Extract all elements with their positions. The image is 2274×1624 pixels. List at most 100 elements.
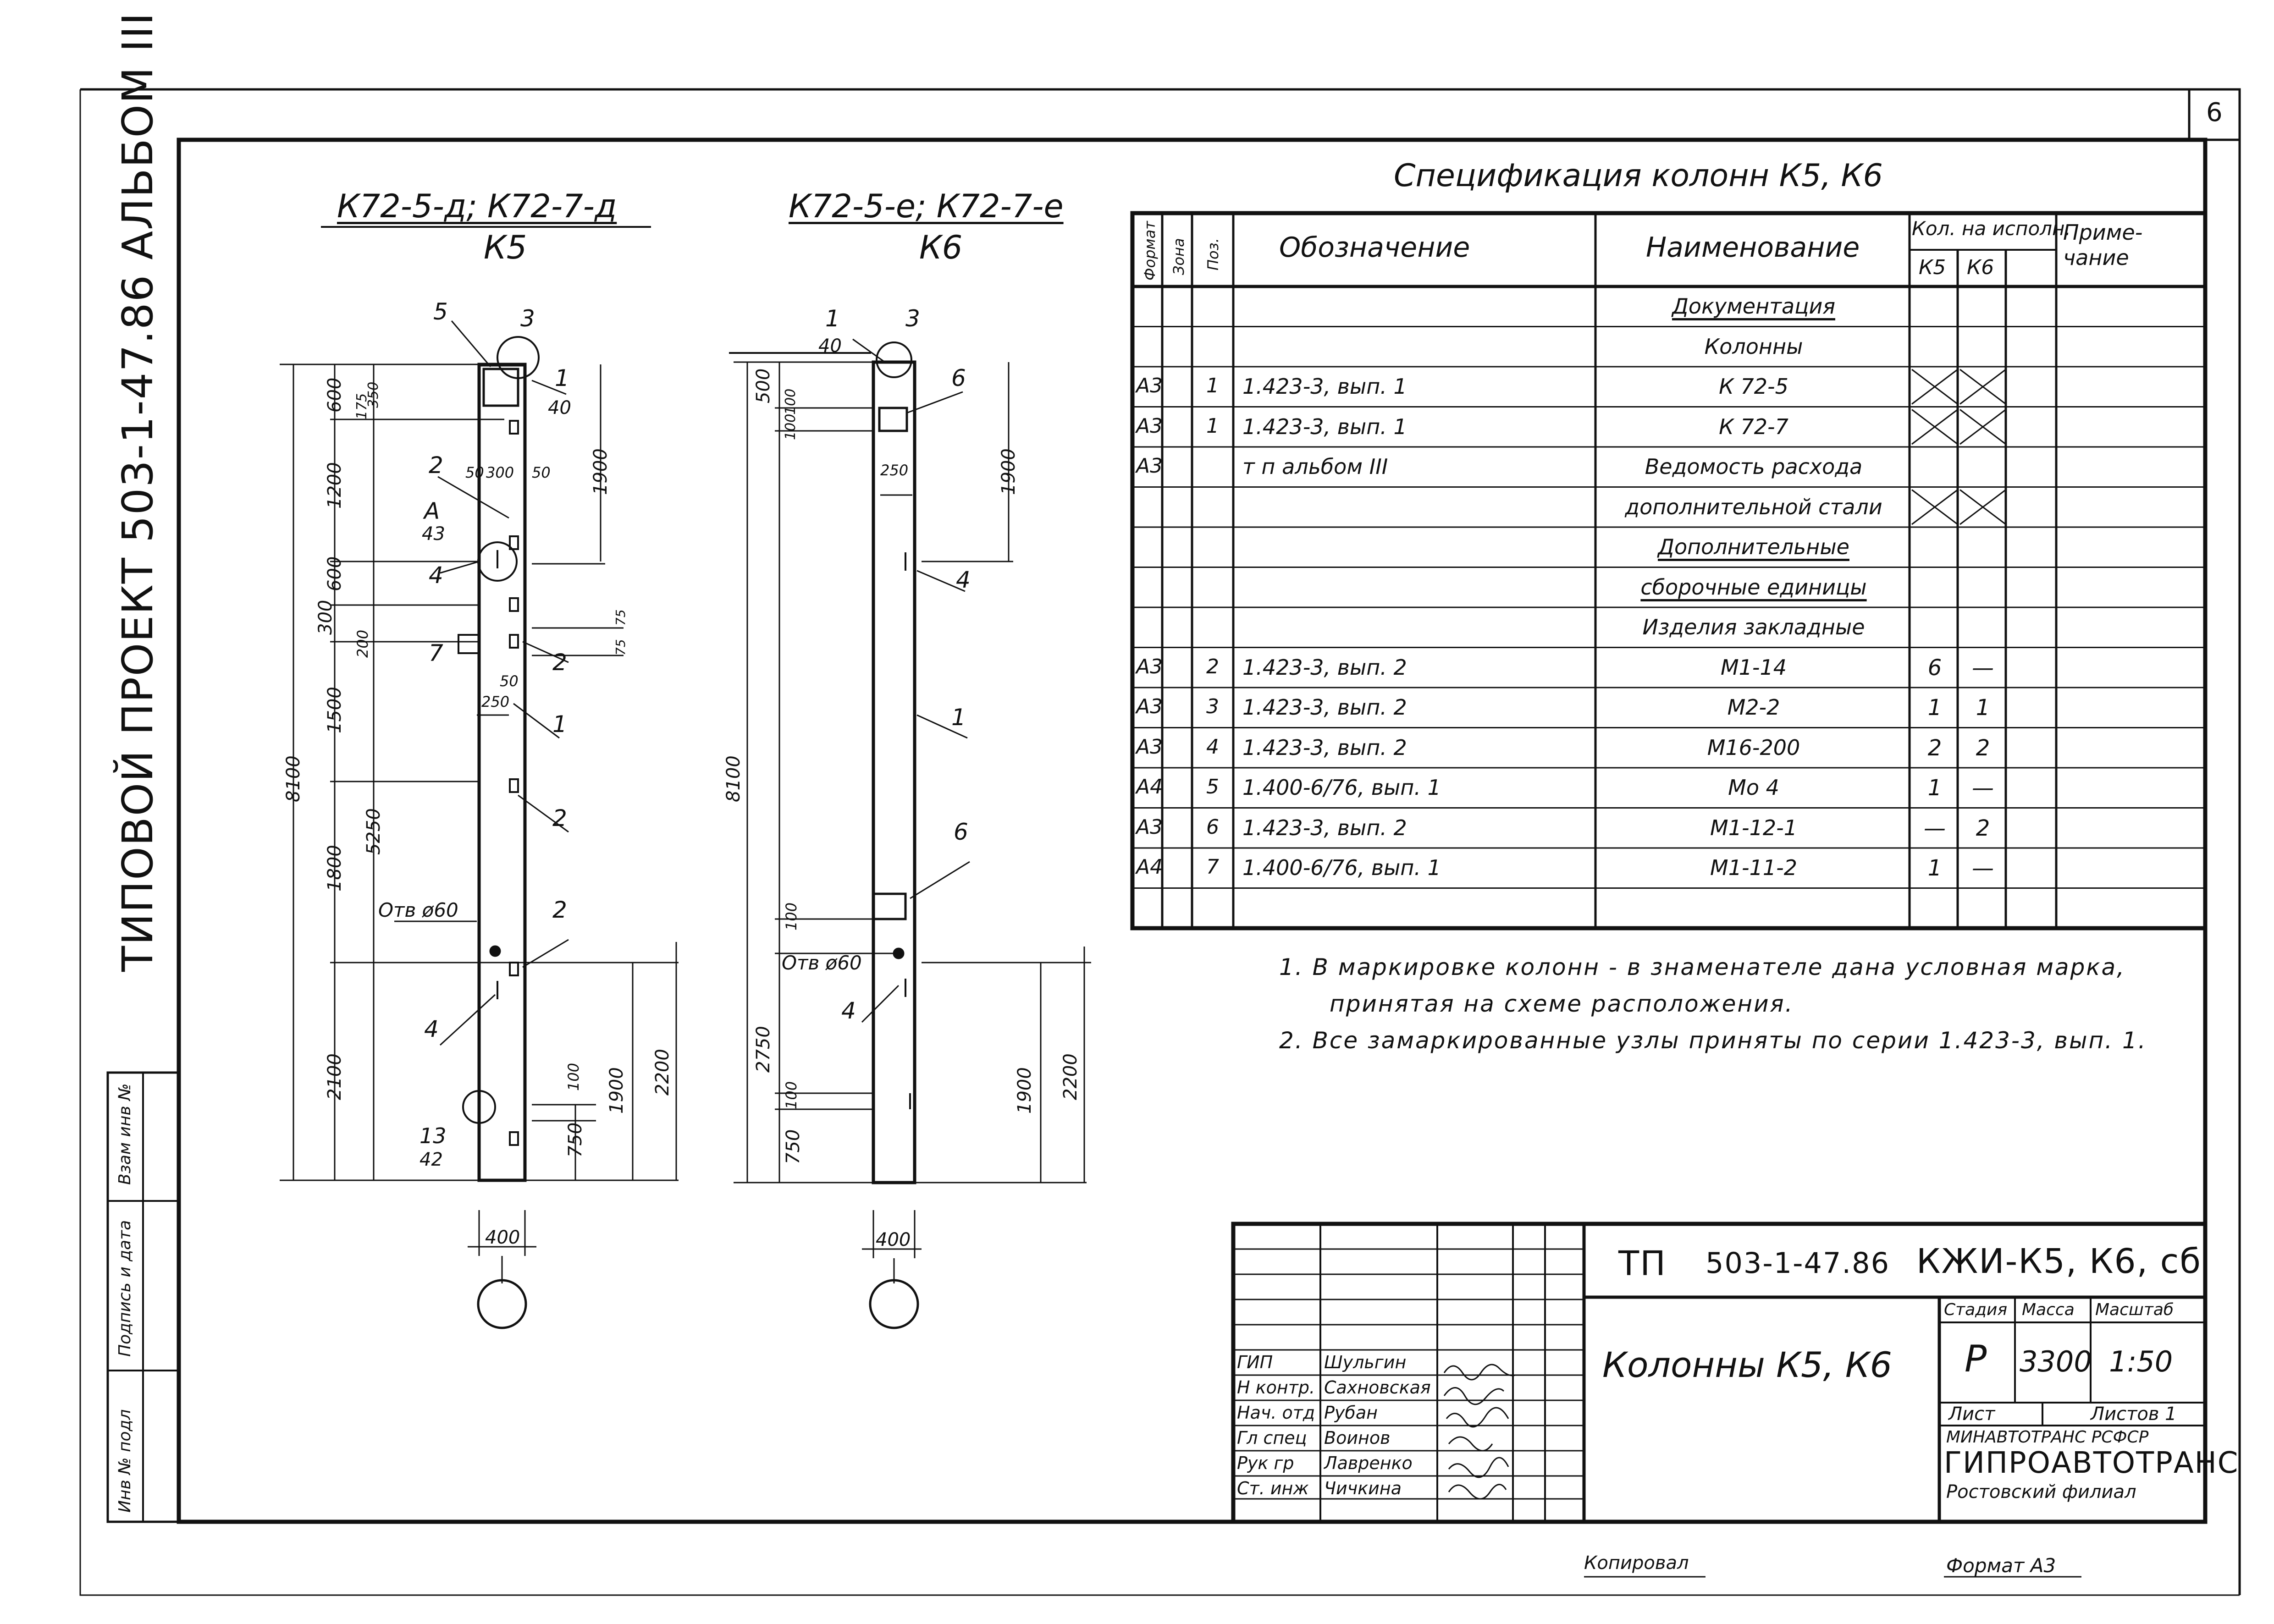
title-scale-label: Масштаб — [2095, 1300, 2174, 1319]
spec-cell-name: М1-12-1 — [1710, 815, 1797, 840]
spec-cell-k5: 1 — [1927, 775, 1942, 801]
title-sheets-label: Листов 1 — [2091, 1404, 2177, 1425]
signer-name: Рубан — [1324, 1403, 1378, 1423]
footer-format: Формат А3 — [1946, 1554, 2056, 1577]
spec-cell-name: Дополнительные — [1658, 534, 1849, 559]
spec-cell-format: А3 — [1136, 454, 1163, 478]
k5-callout-a: A — [424, 498, 440, 524]
signer-role: Ст. инж — [1237, 1478, 1309, 1498]
note-1: 1. В маркировке колонн - в знаменателе д… — [1279, 954, 2126, 980]
spec-cell-name: Ведомость расхода — [1645, 454, 1863, 479]
k5-callout-2-upper: 2 — [429, 452, 443, 479]
k5-callout-42: 42 — [419, 1149, 443, 1170]
spec-cell-k6: 2 — [1976, 735, 1990, 761]
k5-dim-1900-low: 1900 — [606, 1067, 627, 1114]
spec-cell-k5: 1 — [1927, 695, 1942, 721]
k5-title-line1: К72-5-д; К72-7-д — [337, 187, 617, 225]
side-stamp-field-signature: Подпись и дата — [116, 1220, 134, 1357]
title-scale: 1:50 — [2109, 1345, 2173, 1378]
spec-cell-name: М1-14 — [1720, 655, 1787, 680]
spec-cross-mark — [1911, 409, 1958, 445]
spec-cell-k6: — — [1972, 775, 1994, 801]
k6-callout-4-lower: 4 — [841, 997, 856, 1024]
spec-cell-pos: 6 — [1206, 815, 1219, 839]
spec-cell-pos: 1 — [1206, 414, 1219, 438]
k6-dim-2200: 2200 — [1060, 1053, 1081, 1100]
spec-header-name: Наименование — [1646, 231, 1860, 264]
spec-cell-pos: 7 — [1206, 855, 1219, 879]
spec-cell-designation: т п альбом III — [1242, 454, 1388, 479]
k5-dim-1800: 1800 — [324, 845, 345, 892]
k5-dim-350: 350 — [365, 381, 381, 408]
footer-copied: Копировал — [1584, 1552, 1689, 1574]
k5-dim-5250: 5250 — [363, 808, 384, 855]
k5-dim-75-a: 75 — [613, 609, 628, 626]
signer-role: Гл спец — [1237, 1428, 1307, 1448]
spec-cell-format: А3 — [1136, 815, 1163, 839]
title-stage: Р — [1965, 1338, 1987, 1380]
k5-dim-250: 250 — [481, 693, 510, 710]
title-tp: ТП — [1618, 1244, 1667, 1283]
k5-dim-8100: 8100 — [283, 755, 304, 802]
spec-cell-pos: 5 — [1206, 775, 1219, 798]
spec-cell-k6: — — [1972, 855, 1994, 881]
spec-cell-name: М2-2 — [1727, 695, 1780, 720]
side-stamp-field-inventory: Инв № подл — [116, 1409, 134, 1513]
spec-header-format: Формат — [1141, 221, 1159, 281]
spec-cell-k5: 2 — [1927, 735, 1942, 761]
sheet-number: 6 — [2206, 98, 2223, 127]
spec-cell-pos: 1 — [1206, 374, 1219, 397]
k5-callout-4-upper: 4 — [429, 562, 443, 589]
k5-dim-750: 750 — [565, 1122, 586, 1157]
k6-callout-40: 40 — [818, 336, 842, 357]
k6-title-line1: К72-5-е; К72-7-е — [789, 187, 1064, 225]
k5-dim-300: 300 — [315, 600, 336, 635]
spec-cell-format: А3 — [1136, 695, 1163, 718]
k6-dim-100-c: 100 — [783, 902, 800, 930]
k6-title-line2: К6 — [919, 229, 963, 266]
spec-cell-name: Документация — [1672, 294, 1836, 319]
signer-role: Н контр. — [1237, 1377, 1315, 1398]
spec-cell-k6: 2 — [1976, 815, 1990, 841]
k6-dim-100-a: 100 — [783, 388, 799, 415]
k5-dim-600-top: 600 — [324, 377, 345, 413]
spec-cell-designation: 1.423-3, вып. 2 — [1242, 655, 1407, 680]
spec-cell-name: К 72-7 — [1719, 414, 1788, 439]
spec-cell-name: Изделия закладные — [1642, 615, 1865, 639]
spec-cross-mark — [1911, 489, 1958, 525]
k6-dim-750: 750 — [783, 1129, 804, 1164]
spec-cell-name: М16-200 — [1707, 735, 1800, 760]
k5-dim-1200: 1200 — [324, 462, 345, 509]
signer-name: Сахновская — [1324, 1377, 1431, 1398]
spec-cell-name: М1-11-2 — [1710, 855, 1797, 880]
spec-header-qty: Кол. на исполн. — [1912, 217, 2071, 240]
spec-cell-k5: 6 — [1927, 655, 1942, 681]
k5-hole-label: Отв ø60 — [378, 899, 458, 921]
k5-callout-5: 5 — [433, 298, 448, 325]
k6-callout-1-mid: 1 — [951, 704, 966, 731]
k6-callout-4-upper: 4 — [956, 567, 971, 593]
spec-cell-format: А3 — [1136, 374, 1163, 397]
k5-callout-2-low: 2 — [552, 805, 567, 831]
spec-cross-mark — [1911, 369, 1958, 405]
title-org-line3: Ростовский филиал — [1946, 1481, 2136, 1503]
title-doc: КЖИ-К5, К6, сб — [1916, 1242, 2202, 1281]
k5-title-line2: К5 — [484, 229, 527, 266]
k5-dim-50-right: 50 — [532, 464, 551, 481]
k5-callout-4-lower: 4 — [424, 1016, 439, 1042]
signer-role: Рук гр — [1237, 1453, 1294, 1473]
k5-callout-3: 3 — [520, 305, 535, 332]
spec-cell-designation: 1.400-6/76, вып. 1 — [1242, 855, 1441, 880]
k6-dim-400: 400 — [876, 1229, 911, 1250]
spec-cell-designation: 1.423-3, вып. 1 — [1242, 414, 1407, 439]
k5-callout-1-mid: 1 — [552, 711, 567, 738]
signer-name: Шульгин — [1324, 1352, 1407, 1372]
signer-name: Воинов — [1324, 1428, 1391, 1448]
k6-dim-250: 250 — [880, 462, 909, 479]
spec-cell-format: А3 — [1136, 735, 1163, 759]
spec-header-note: Приме-чание — [2063, 220, 2143, 270]
spec-cell-designation: 1.423-3, вып. 2 — [1242, 815, 1407, 840]
spec-cell-name: К 72-5 — [1719, 374, 1788, 399]
